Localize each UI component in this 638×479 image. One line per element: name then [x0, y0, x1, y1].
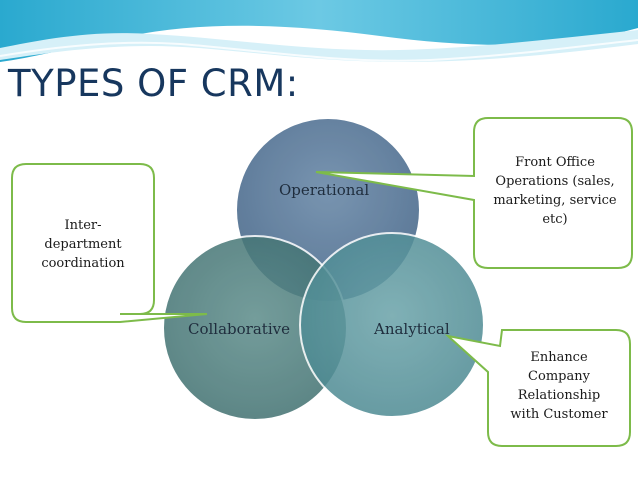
callout-right-bottom-bubble	[444, 329, 631, 447]
callout-right-top-line: etc)	[542, 212, 568, 227]
callout-right-top-line: Front Office	[515, 155, 595, 170]
circle-label-analytical: Analytical	[374, 320, 450, 338]
callout-right-bottom-line: with Customer	[510, 407, 608, 422]
header-wave-decoration	[0, 0, 638, 62]
callout-right-top-text: Front Office Operations (sales, marketin…	[480, 153, 630, 229]
callout-right-bottom-line: Enhance	[530, 350, 588, 365]
callout-right-bottom-line: Relationship	[517, 388, 601, 403]
callout-left-text: Inter- department coordination	[28, 216, 138, 273]
callout-left-line: coordination	[41, 256, 125, 271]
callout-right-top-bubble	[315, 117, 633, 269]
circle-label-collaborative: Collaborative	[188, 320, 290, 338]
circle-label-operational: Operational	[279, 181, 370, 199]
callout-right-top-line: Operations (sales,	[495, 174, 615, 189]
callout-right-bottom-line: Company	[528, 369, 590, 384]
callout-left-line: department	[44, 237, 122, 252]
slide-title: TYPES OF CRM:	[8, 62, 299, 105]
callout-left-bubble	[11, 163, 208, 323]
callout-left-line: Inter-	[64, 218, 102, 233]
callout-right-top-line: marketing, service	[493, 193, 617, 208]
callout-right-bottom-text: Enhance Company Relationship with Custom…	[494, 348, 624, 424]
circle-analytical	[299, 232, 485, 418]
